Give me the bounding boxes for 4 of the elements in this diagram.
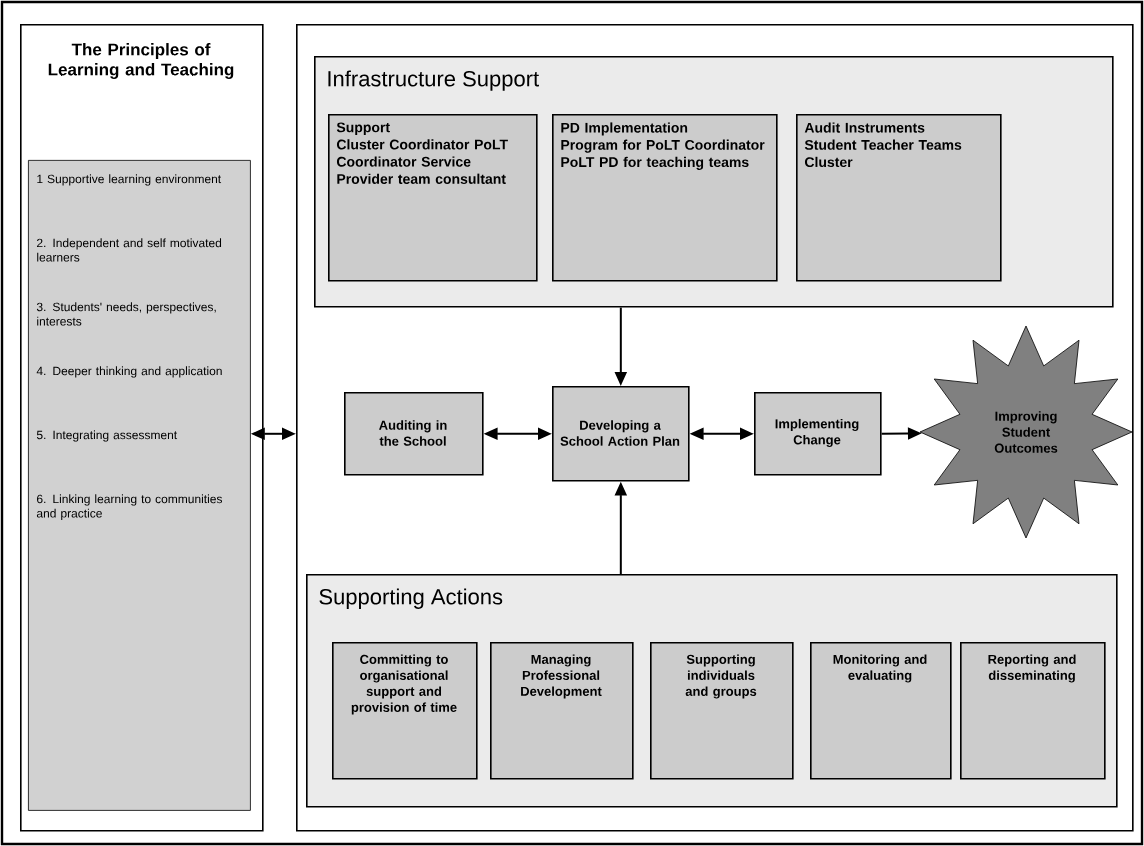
frame-box [296, 24, 1134, 832]
section-heading: Infrastructure Support [328, 70, 539, 91]
section-heading: Supporting Actions [319, 588, 503, 609]
panel-heading: The Principles of Learning and Teaching [48, 43, 234, 79]
